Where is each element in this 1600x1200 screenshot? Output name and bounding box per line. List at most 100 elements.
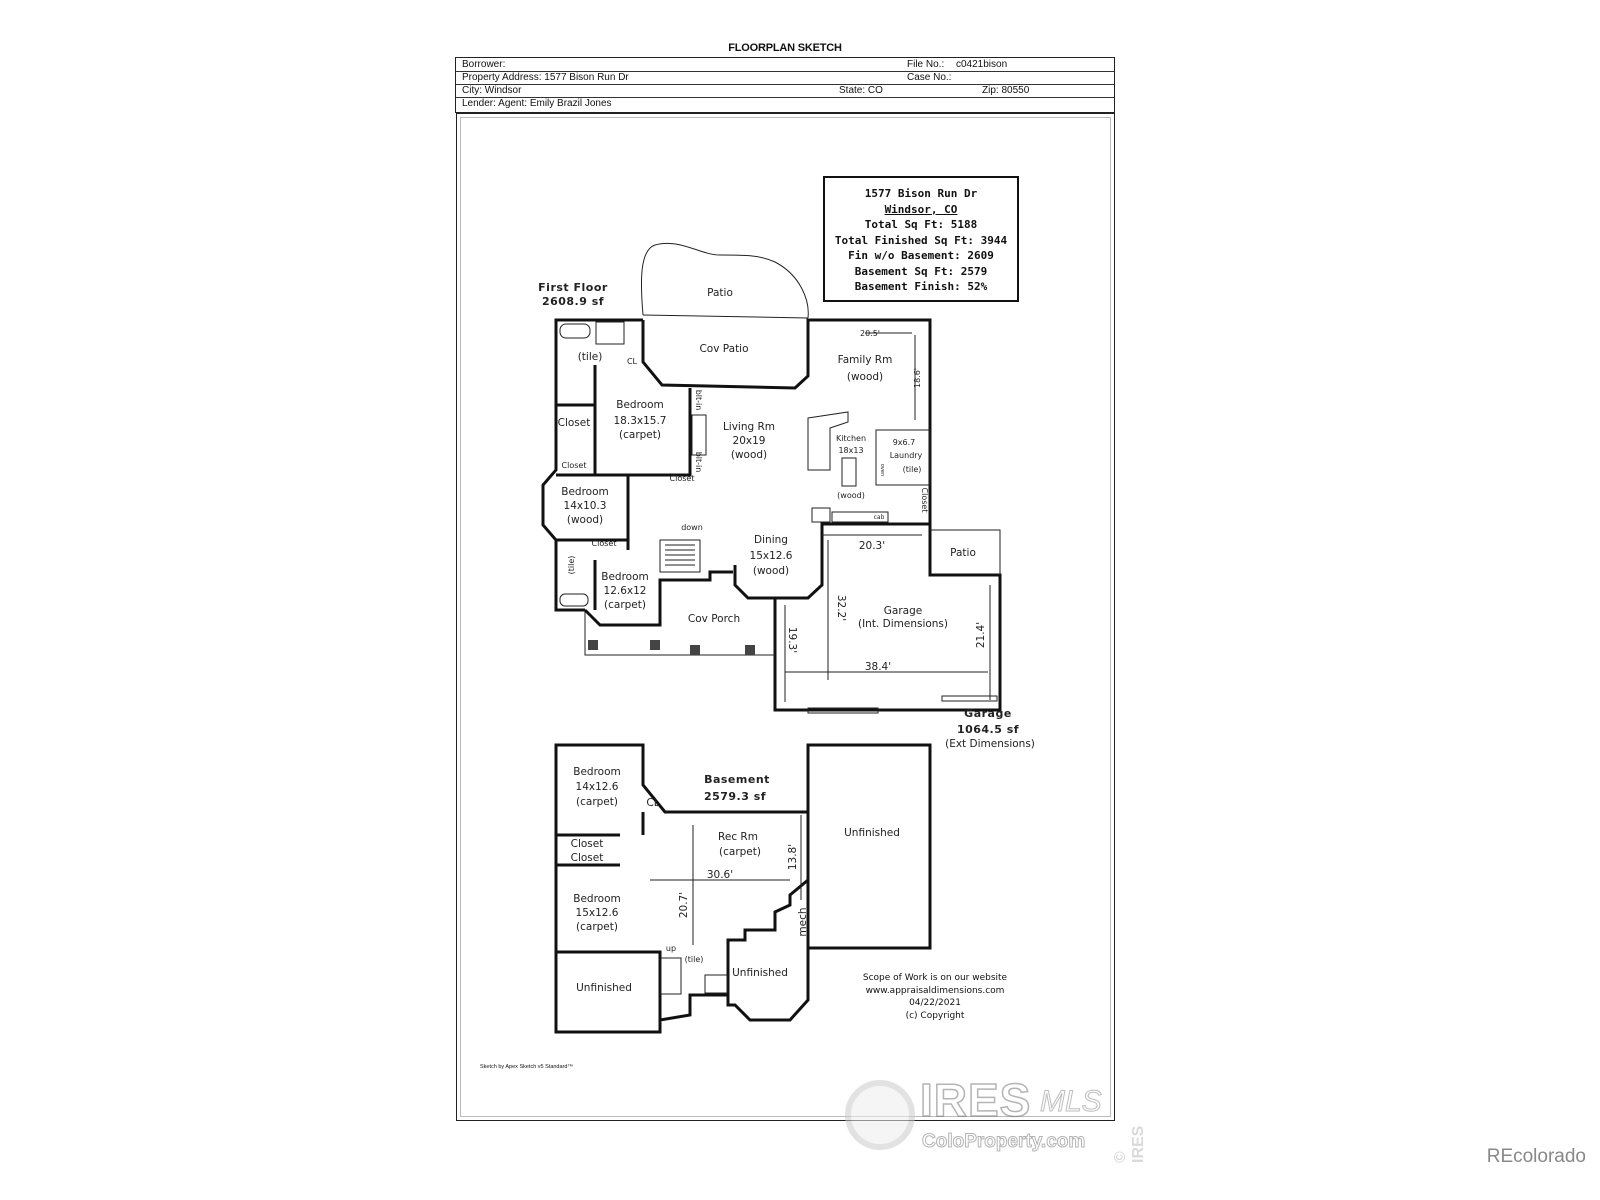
unfinished-label: Unfinished — [844, 827, 900, 839]
garage-door-2 — [941, 695, 998, 702]
built-in-label: blt-in — [694, 390, 703, 411]
dim-label: 21.4' — [975, 622, 987, 648]
kitchen-label: Kitchen — [836, 434, 866, 443]
bath2-tile-label: (tile) — [567, 556, 576, 575]
bedroom1-wall — [593, 365, 692, 477]
bedroom3-wall — [583, 570, 733, 627]
summary-address-line2: Windsor, CO — [884, 202, 958, 216]
lender: Lender: Agent: Emily Brazil Jones — [462, 98, 612, 109]
recolorado-watermark: REcolorado — [1486, 1146, 1586, 1167]
watermark-mls: MLS — [1040, 1085, 1103, 1119]
dim-label: 20.3' — [859, 540, 885, 552]
garage-area: 1064.5 sf — [957, 723, 1019, 736]
bedroom2-dim: 14x10.3 — [564, 500, 607, 512]
basement-interior-walls — [556, 812, 810, 1020]
garage-note: (Ext Dimensions) — [945, 738, 1035, 750]
cov-patio-label: Cov Patio — [699, 343, 748, 355]
header-row-lender: Lender: Agent: Emily Brazil Jones — [456, 97, 1114, 110]
porch-post — [745, 645, 755, 655]
kitchen-counter — [807, 411, 849, 471]
first-floor-wall-left — [541, 318, 643, 612]
summary-total-finished: Total Finished Sq Ft: 3944 — [834, 233, 1008, 247]
dim-label: 20.7' — [678, 892, 690, 918]
basement-plan: Basement 2579.3 sf Bedroom 14x12.6 (carp… — [554, 743, 932, 1034]
bedroom2-label: Bedroom — [561, 486, 609, 498]
closet-label: Closet — [920, 488, 929, 513]
stairs-down-label: down — [681, 523, 703, 532]
summary-basement-finish: Basement Finish: 52% — [854, 280, 988, 293]
fridge — [811, 507, 831, 523]
family-room-label: Family Rm — [838, 354, 893, 366]
dining-dim: 15x12.6 — [750, 550, 793, 562]
scope-of-work-note: Scope of Work is on our website www.appr… — [840, 972, 1030, 1022]
basement-bath-tile: (tile) — [685, 955, 704, 964]
garage-door-1 — [807, 707, 879, 714]
rec-room-floor: (carpet) — [719, 846, 761, 858]
living-room-label: Living Rm — [723, 421, 775, 433]
header-row-city: City: Windsor State: CO Zip: 80550 — [456, 84, 1114, 98]
header-info-box: Borrower: File No.: c0421bison Property … — [455, 57, 1115, 113]
basement-closet-label: CL — [646, 797, 659, 809]
dim-label: 13.8' — [787, 844, 799, 870]
dining-floor: (wood) — [753, 565, 789, 577]
watermark-side: © IRES — [1112, 1125, 1147, 1163]
scope-copyright: (c) Copyright — [905, 1010, 965, 1021]
dim-label: 20.5' — [860, 329, 880, 338]
dining-label: Dining — [754, 534, 788, 546]
living-room-dim: 20x19 — [733, 435, 766, 447]
garage-sub-label: (Int. Dimensions) — [858, 618, 948, 630]
first-floor-title: First Floor — [538, 281, 608, 294]
dim-label: 18.6' — [913, 368, 922, 388]
scope-website: www.appraisaldimensions.com — [865, 985, 1005, 996]
header-row-borrower: Borrower: File No.: c0421bison — [456, 58, 1114, 72]
state: State: CO — [839, 85, 883, 96]
dining-wall — [733, 522, 930, 600]
bedroom1-label: Bedroom — [616, 399, 664, 411]
basement-closet-label: Closet — [571, 852, 604, 864]
cab-label: cab — [874, 514, 885, 521]
basement-bedroom1-label: Bedroom — [573, 766, 621, 778]
basement-closet-label: Closet — [571, 838, 604, 850]
scope-date: 04/22/2021 — [909, 998, 961, 1008]
watermark-brand: IRES — [919, 1074, 1032, 1126]
rec-room-label: Rec Rm — [718, 831, 758, 843]
summary-total-sqft: Total Sq Ft: 5188 — [864, 218, 978, 231]
city: City: Windsor — [462, 85, 522, 96]
basement-area: 2579.3 sf — [704, 790, 766, 803]
closet-label: CL — [627, 357, 638, 366]
watermark-site: ColoProperty.com — [921, 1131, 1086, 1153]
document-title: FLOORPLAN SKETCH — [728, 42, 842, 54]
closet-label: Closet — [562, 461, 587, 470]
bath-tile-label: (tile) — [578, 351, 603, 363]
file-no-label: File No.: — [907, 59, 945, 70]
zip: Zip: 80550 — [982, 85, 1030, 96]
laundry-label: Laundry — [890, 451, 923, 460]
bedroom1-dim: 18.3x15.7 — [614, 415, 667, 427]
dim-label: 38.4' — [865, 661, 891, 673]
porch-post — [650, 640, 660, 650]
unfinished-label: Unfinished — [732, 967, 788, 979]
basement-stairs — [660, 957, 682, 995]
property-summary-box: 1577 Bison Run Dr Windsor, CO Total Sq F… — [823, 176, 1019, 302]
shower — [595, 321, 625, 345]
first-floor-plan: First Floor 2608.9 sf Patio Cov Patio 20… — [538, 242, 1035, 750]
sketch-credit: Sketch by Apex Sketch v5 Standard™ — [480, 1064, 573, 1070]
porch-post — [690, 645, 700, 655]
basement-bedroom1-floor: (carpet) — [576, 796, 618, 808]
bedroom3-label: Bedroom — [601, 571, 649, 583]
garage-wall — [773, 575, 1002, 712]
closet-label: Closet — [670, 474, 695, 483]
patio-line — [642, 314, 809, 319]
house-logo-icon — [845, 1080, 915, 1150]
garage-label: Garage — [884, 605, 922, 617]
first-floor-area: 2608.9 sf — [542, 295, 604, 308]
basement-bedroom1-dim: 14x12.6 — [576, 781, 619, 793]
dimension-lines — [784, 332, 991, 702]
dim-label: 30.6' — [707, 869, 733, 881]
kitchen-floor: (wood) — [837, 491, 865, 500]
file-no-value: c0421bison — [956, 59, 1008, 70]
case-no-label: Case No.: — [907, 72, 952, 83]
living-room-floor: (wood) — [731, 449, 767, 461]
cabinets — [831, 511, 889, 523]
